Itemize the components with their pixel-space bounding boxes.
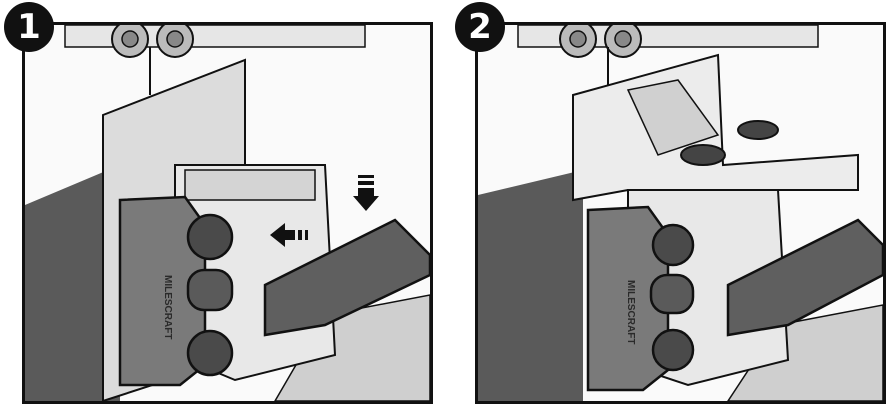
step-2-drawing: MILESCRAFT — [478, 25, 883, 401]
wing-knob-2[interactable] — [737, 120, 779, 140]
router-handle[interactable] — [263, 218, 430, 337]
rail-wheel-hub-4 — [614, 30, 632, 48]
rail-wheel-hub-1 — [121, 30, 139, 48]
step-number-2: 2 — [468, 7, 492, 47]
guide-plate — [572, 53, 859, 202]
clamp-knob-bottom[interactable] — [186, 329, 234, 377]
step-number-badge-2: 2 — [455, 2, 505, 52]
clamp-knob-bottom-2[interactable] — [651, 328, 695, 372]
router-handle-2[interactable] — [726, 218, 883, 337]
rail-wheel-hub-2 — [166, 30, 184, 48]
brand-mark-1: MILESCRAFT — [162, 275, 173, 339]
brand-mark-2: MILESCRAFT — [625, 280, 636, 344]
push-down-arrow-icon — [353, 175, 379, 211]
guide-teeth — [626, 79, 720, 156]
step-number-1: 1 — [17, 7, 41, 47]
work-surface-2 — [727, 304, 883, 401]
jig-top-slots — [184, 169, 316, 201]
top-rail — [64, 25, 366, 48]
clamp-knob-top[interactable] — [186, 213, 234, 261]
push-left-arrow-icon — [270, 223, 308, 247]
step-1-illustration: MILESCRAFT — [22, 22, 433, 404]
clamp-knob-top-2[interactable] — [651, 223, 695, 267]
step-number-badge-1: 1 — [4, 2, 54, 52]
work-surface — [274, 294, 430, 401]
step-2-illustration: MILESCRAFT — [475, 22, 886, 404]
step-1-drawing: MILESCRAFT — [25, 25, 430, 401]
rail-wheel-hub-3 — [569, 30, 587, 48]
wing-knob-1[interactable] — [680, 144, 726, 166]
workpiece-side-board — [25, 165, 120, 401]
workpiece-side-board-2 — [478, 170, 583, 401]
clamp-knob-middle[interactable] — [186, 268, 234, 312]
clamp-knob-middle-2[interactable] — [649, 273, 695, 315]
